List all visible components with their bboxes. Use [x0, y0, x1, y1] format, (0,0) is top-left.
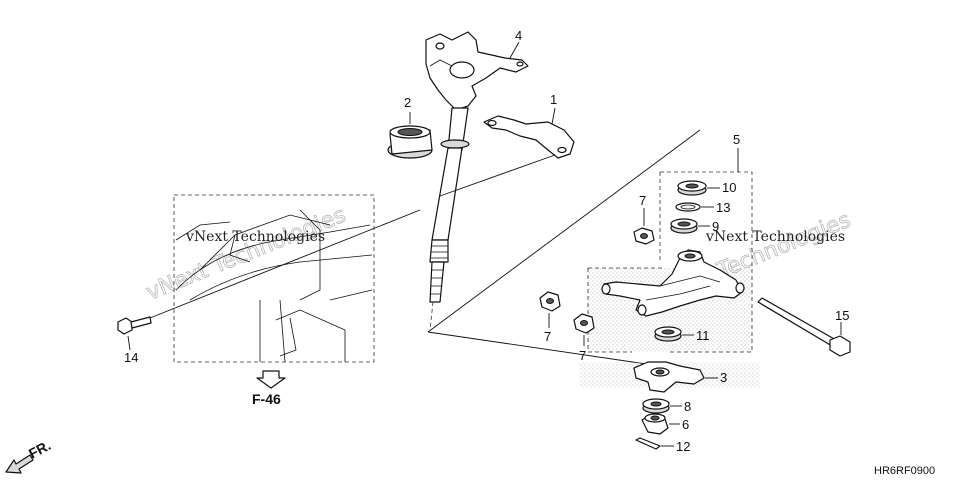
callout-7-left[interactable]: 7 [544, 329, 551, 344]
clamp-1 [483, 115, 575, 159]
bolt-14 [117, 316, 152, 335]
callout-12[interactable]: 12 [676, 439, 690, 454]
callout-9[interactable]: 9 [712, 219, 719, 234]
knuckle-3 [580, 361, 760, 393]
callout-11[interactable]: 11 [696, 328, 710, 343]
nut-7-left [539, 291, 561, 312]
callout-8[interactable]: 8 [684, 399, 691, 414]
callout-5[interactable]: 5 [733, 132, 740, 147]
nut-7-top [633, 227, 655, 245]
lower-arm [601, 249, 745, 317]
callout-7-center[interactable]: 7 [579, 348, 586, 363]
arm-assembly-box [587, 148, 753, 353]
steering-shaft [425, 31, 529, 331]
callout-7-top[interactable]: 7 [639, 193, 646, 208]
callout-3[interactable]: 3 [720, 370, 727, 385]
watermark-small-right: vNext Technologies [705, 229, 845, 245]
callout-10[interactable]: 10 [722, 180, 736, 195]
callout-2[interactable]: 2 [404, 95, 411, 110]
ref-arrow-down [256, 370, 286, 389]
frame-reference-box [173, 194, 375, 363]
reference-label[interactable]: F-46 [252, 391, 281, 407]
callout-14[interactable]: 14 [124, 350, 138, 365]
diagram-code: HR6RF0900 [874, 465, 935, 477]
callout-4[interactable]: 4 [515, 28, 522, 43]
nut-7-center [573, 313, 595, 334]
ring-13 [675, 202, 701, 212]
bearing-9 [670, 218, 698, 234]
callout-13[interactable]: 13 [716, 200, 730, 215]
cotter-pin-12 [635, 437, 661, 450]
front-direction-arrow [5, 454, 34, 474]
nut-6 [641, 413, 669, 435]
seal-2 [387, 125, 433, 159]
washer-10 [677, 180, 707, 196]
callout-6[interactable]: 6 [682, 417, 689, 432]
bolt-15 [757, 297, 851, 357]
watermark-small-left: vNext Technologies [185, 229, 325, 245]
callout-15[interactable]: 15 [835, 308, 849, 323]
washer-8 [642, 398, 670, 414]
callout-1[interactable]: 1 [550, 92, 557, 107]
seal-11 [654, 326, 682, 342]
